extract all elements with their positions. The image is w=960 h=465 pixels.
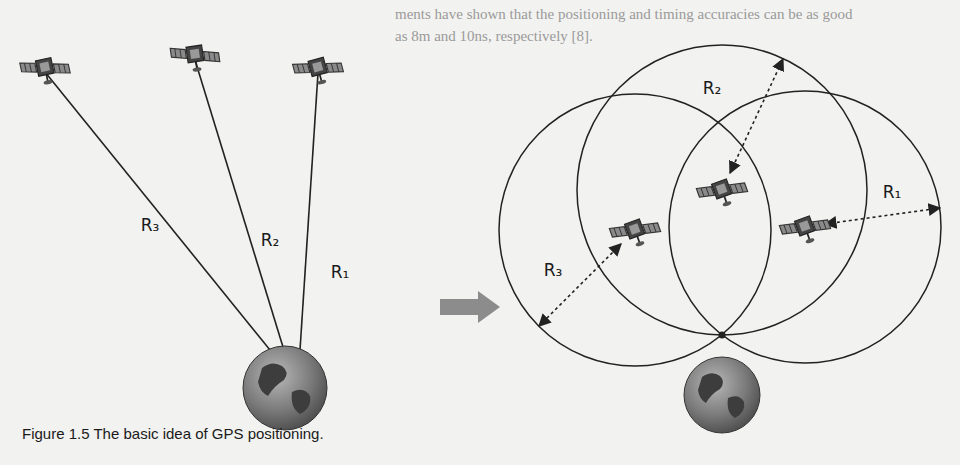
page-text: ments have shown that the positioning an… [395, 6, 852, 23]
satellite [293, 52, 346, 90]
earth-right [684, 357, 760, 433]
user-position [719, 332, 726, 339]
radius-arrows [539, 59, 940, 326]
range-label: R₁ [883, 183, 902, 202]
earth-left [243, 346, 327, 430]
satellite [609, 212, 663, 253]
satellite [779, 209, 833, 250]
range-label: R₂ [261, 231, 280, 250]
range-label: R₁ [331, 263, 350, 282]
page-text: as 8m and 10ns, respectively [8]. [395, 28, 593, 45]
satellite [696, 172, 750, 213]
range-circles [499, 45, 941, 366]
range-label: R₃ [141, 216, 160, 235]
figure-caption: Figure 1.5 The basic idea of GPS positio… [22, 426, 324, 443]
range-lines [45, 60, 318, 350]
range-label: R₃ [544, 261, 563, 280]
satellite [170, 42, 221, 75]
satellite [20, 53, 72, 89]
range-label: R₂ [703, 79, 722, 98]
transition-arrow [440, 291, 500, 323]
